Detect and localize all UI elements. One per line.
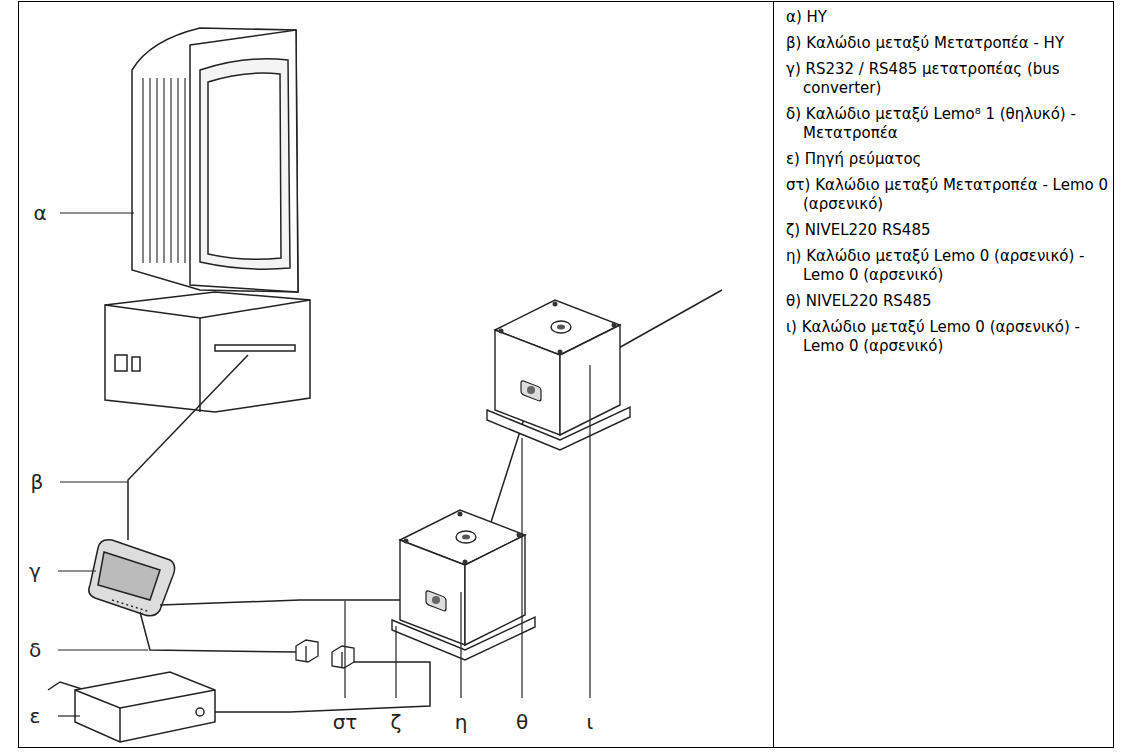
- callout-letter: η: [455, 711, 468, 733]
- callout-letter: β: [31, 471, 44, 493]
- legend-item: η) Καλώδιο μεταξύ Lemo 0 (αρσενικό) - Le…: [786, 247, 1108, 285]
- callout-letter: ζ: [391, 711, 402, 733]
- callout-letter: δ: [29, 639, 41, 661]
- legend-item: δ) Καλώδιο μεταξύ Lemo⁸ 1 (θηλυκό) - Μετ…: [786, 105, 1108, 143]
- leader-line: [58, 213, 590, 716]
- nivel-sensor: [392, 510, 535, 660]
- callout-letter: ε: [30, 705, 41, 727]
- nivel-sensor: [487, 300, 630, 450]
- legend-item: α) ΗΥ: [786, 8, 1108, 27]
- legend-item: στ) Καλώδιο μεταξύ Μετατροπέα - Lemo 0 (…: [786, 176, 1108, 214]
- legend-item: θ) NIVEL220 RS485: [786, 292, 1108, 311]
- callout-letter: στ: [333, 711, 358, 733]
- callout-letter: α: [33, 202, 46, 224]
- legend-item: ζ) NIVEL220 RS485: [786, 221, 1108, 240]
- power-supply: [75, 672, 215, 742]
- callout-letter: γ: [29, 560, 41, 582]
- legend-column: α) ΗΥ β) Καλώδιο μεταξύ Μετατροπέα - ΗΥ γ)…: [786, 8, 1108, 363]
- cables: [48, 290, 722, 712]
- legend-item: β) Καλώδιο μεταξύ Μετατροπέα - ΗΥ: [786, 34, 1108, 53]
- callout-letter: θ: [516, 711, 528, 733]
- legend-item: ε) Πηγή ρεύματος: [786, 150, 1108, 169]
- legend-item: ι) Καλώδιο μεταξύ Lemo 0 (αρσενικό) - Le…: [786, 318, 1108, 356]
- legend-item: γ) RS232 / RS485 μετατροπέας (bus conver…: [786, 60, 1108, 98]
- callout-letter: ι: [587, 711, 594, 733]
- computer: [105, 28, 310, 412]
